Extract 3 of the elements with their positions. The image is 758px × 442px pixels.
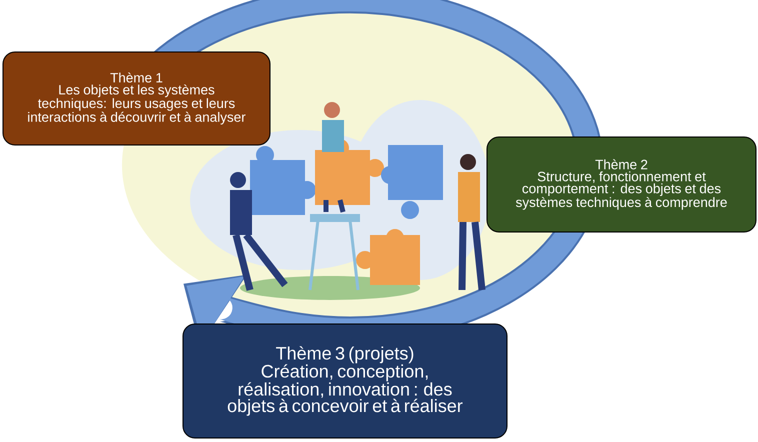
- theme-box: Thème 3 (projets) Création, conception, réalisation, innovation : des objets à concevoir et à réaliser: [182, 324, 508, 438]
- theme-box: Thème 2 Structure, fonctionnement et comportement : des objets et des systèmes techniques à comprendre: [486, 136, 756, 232]
- theme-box: Thème 1 Les objets et les systèmes techniques: leurs usages et leurs interactions à découvrir et à analyser: [2, 52, 270, 146]
